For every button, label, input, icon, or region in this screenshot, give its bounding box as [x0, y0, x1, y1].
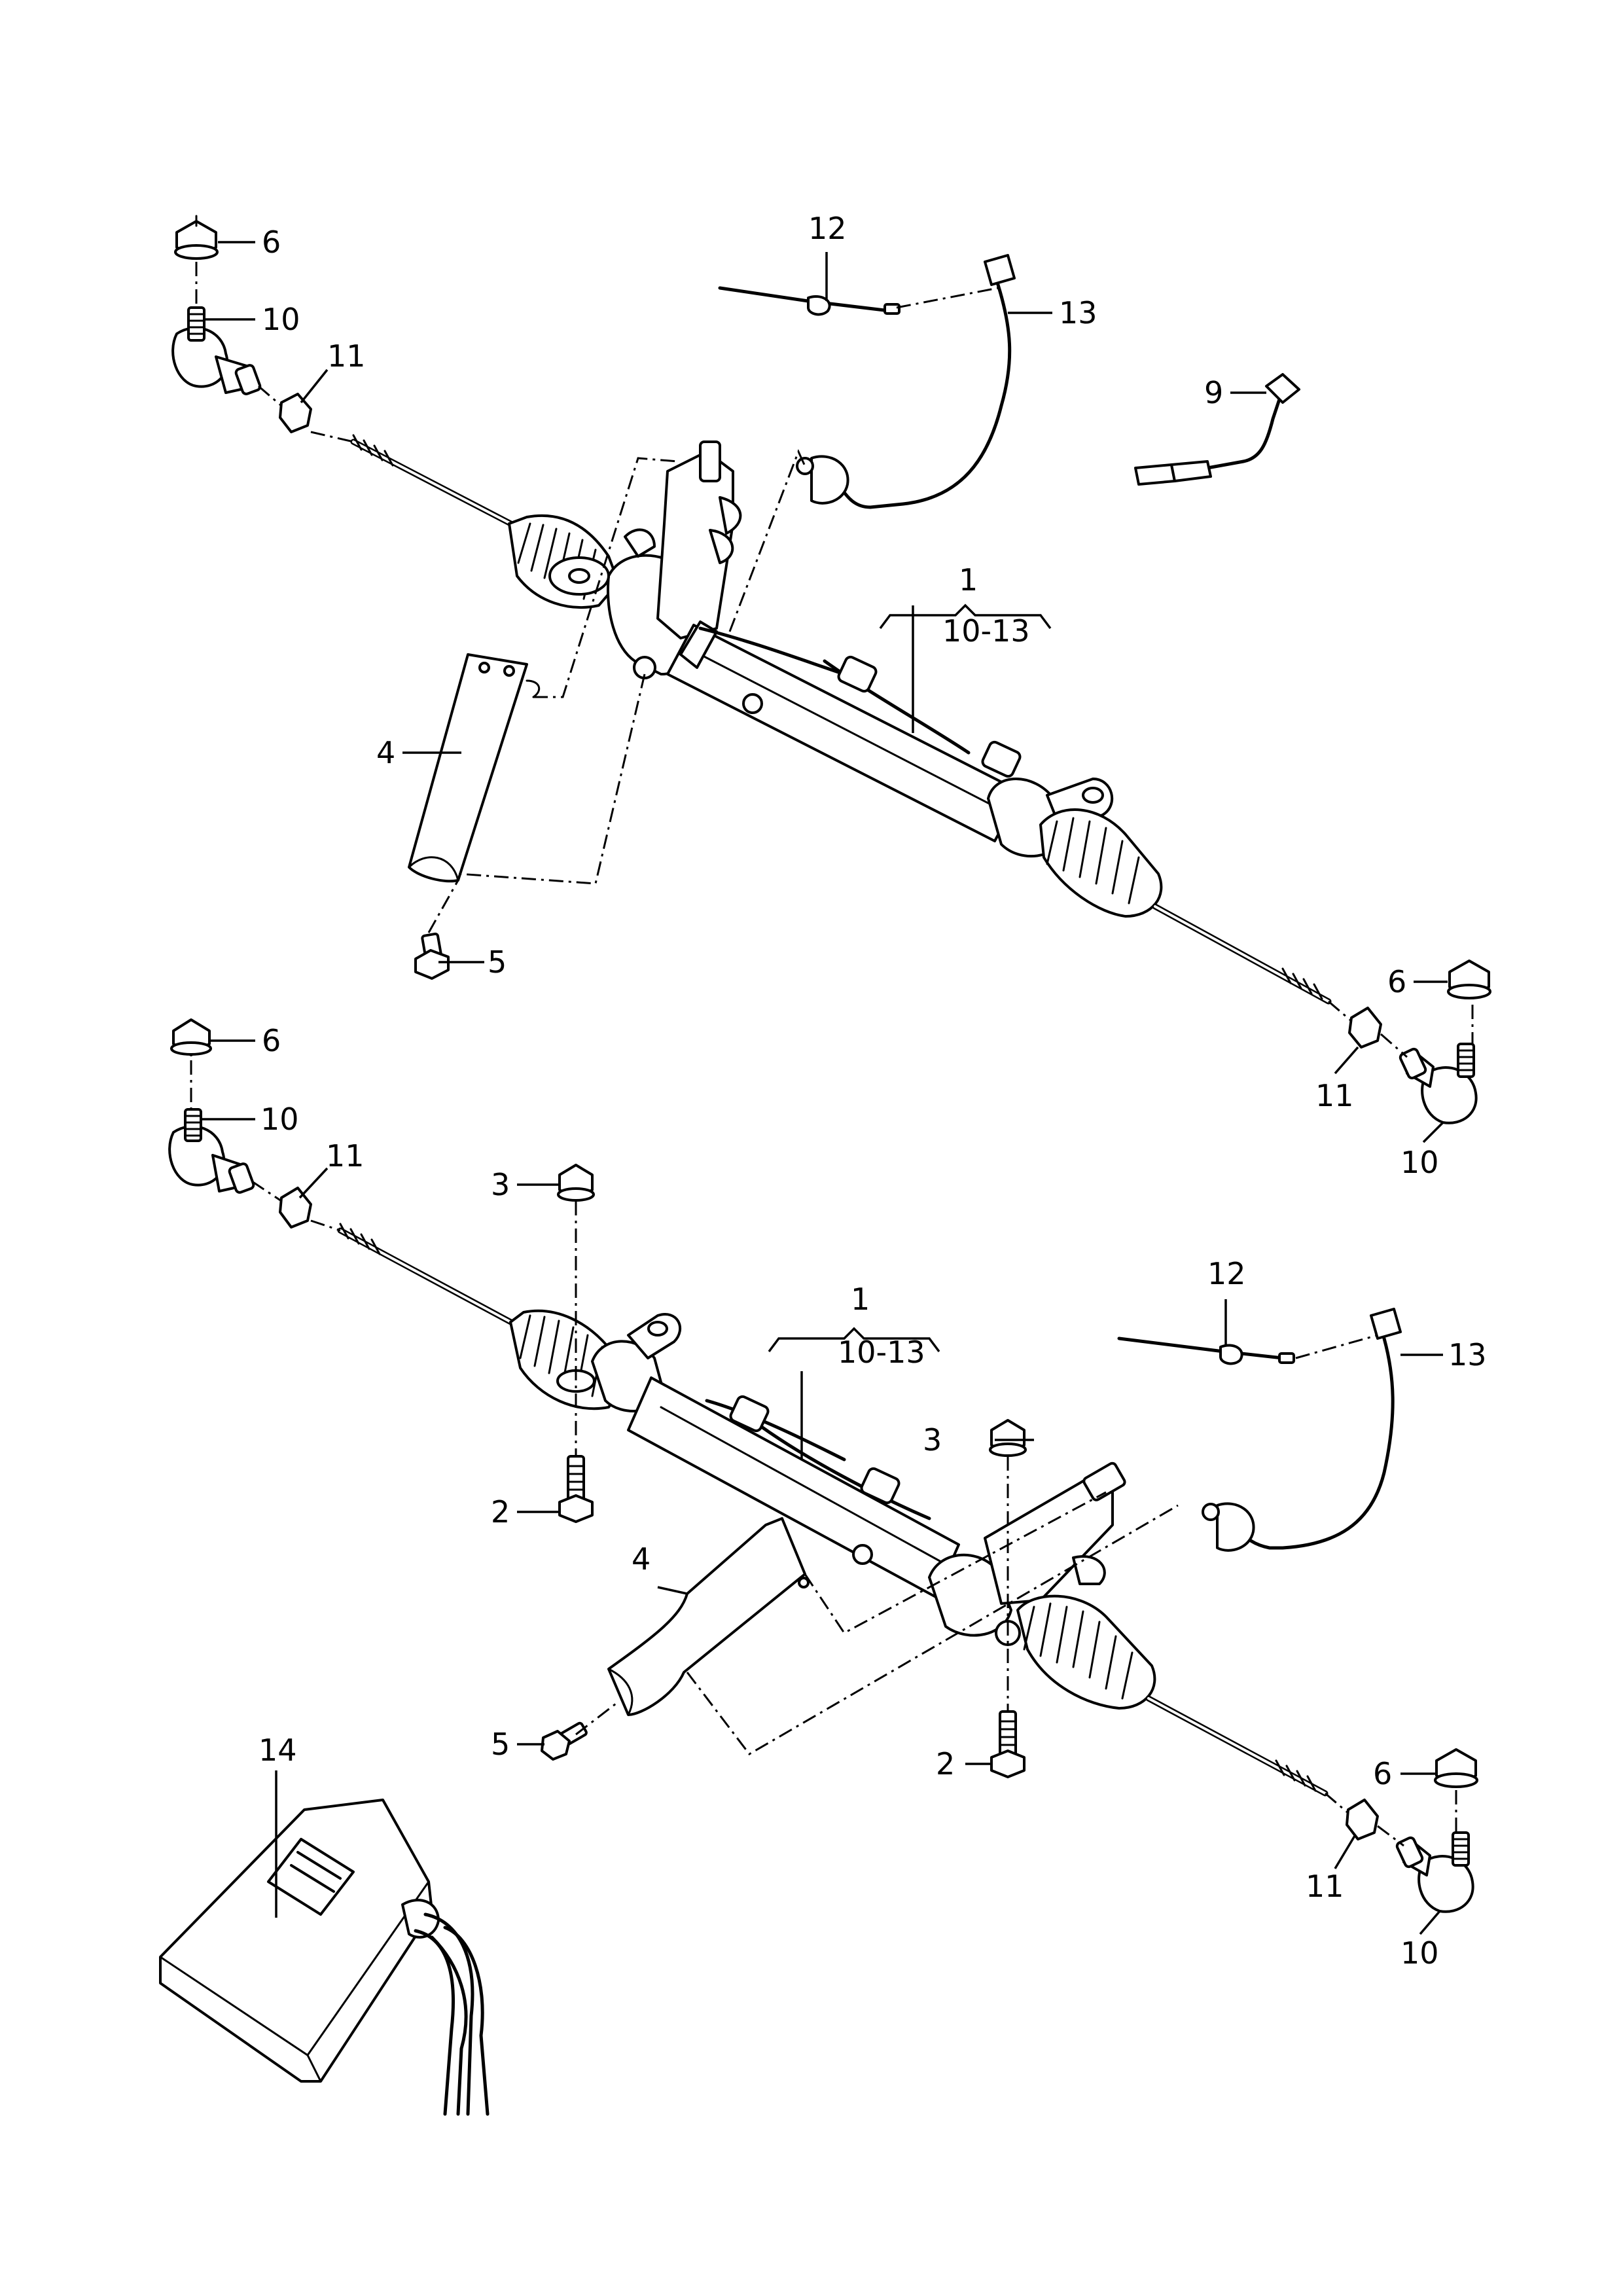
callout-2-bottom-left: 2: [491, 1494, 510, 1530]
callout-13-bottom: 13: [1448, 1337, 1487, 1372]
top-assembly-lines: [195, 262, 1474, 1058]
callout-11-top-left: 11: [327, 338, 366, 374]
bottom-right-tie-rod-end: [1395, 1831, 1474, 1913]
callout-10-bottom-left: 10: [260, 1102, 299, 1137]
callout-11-bottom-left: 11: [326, 1138, 365, 1174]
bottom-right-mount-bolt: [990, 1710, 1026, 1778]
callout-6-top-right: 6: [1387, 964, 1406, 999]
bottom-rack-hydraulic-lines: [705, 1395, 931, 1520]
bottom-right-self-locking-nut: [1434, 1748, 1478, 1788]
callout-11-bottom-right: 11: [1306, 1869, 1344, 1904]
callout-4-bottom: 4: [632, 1541, 651, 1577]
bottom-left-self-locking-nut: [170, 1018, 212, 1056]
callout-6-top-left: 6: [262, 224, 281, 260]
callout-13-top: 13: [1059, 295, 1097, 331]
callout-10-top-left: 10: [262, 302, 300, 337]
callout-labels: 6 10 11 12 13 9 1 10-13 4 5 6 11 10 6 10…: [259, 211, 1487, 1971]
bottom-heat-shield: [607, 1517, 810, 1716]
callout-1-top: 1: [959, 562, 978, 598]
top-cable-tie: [718, 286, 901, 316]
bottom-left-mount-nut: [557, 1164, 595, 1202]
callout-6-bottom-left: 6: [262, 1023, 281, 1058]
bottom-cable-tie: [1117, 1336, 1295, 1365]
bottom-right-tie-rod: [1145, 1695, 1329, 1797]
callout-3-bottom-left: 3: [491, 1167, 510, 1202]
callout-5-bottom: 5: [491, 1727, 510, 1762]
bottom-left-tie-rod: [337, 1223, 520, 1329]
top-steering-rack-assembly: [171, 215, 1491, 1124]
bottom-right-lock-nut: [1346, 1799, 1379, 1840]
callout-10-bottom-right: 10: [1400, 1935, 1439, 1971]
callout-14: 14: [259, 1732, 297, 1768]
callout-5-top: 5: [488, 944, 507, 980]
bottom-pinion-valve-housing: [928, 1462, 1126, 1646]
top-left-tie-rod: [350, 434, 520, 530]
callout-12-top: 12: [808, 211, 847, 246]
bottom-bolt: [541, 1721, 588, 1761]
top-pinion-valve-housing: [548, 440, 742, 679]
callout-1-range-bottom: 10-13: [838, 1335, 925, 1370]
bottom-left-lock-nut: [279, 1187, 312, 1229]
top-rack-housing-tube: [666, 620, 1022, 842]
callout-1-bottom: 1: [851, 1282, 870, 1317]
top-right-tie-rod-end: [1399, 1043, 1478, 1124]
bottom-right-mount-nut: [989, 1419, 1027, 1457]
top-sensor-harness: [796, 254, 1016, 509]
callout-2-bottom-right: 2: [936, 1746, 955, 1782]
top-wiring-adapter: [1134, 373, 1300, 486]
top-bolt: [414, 932, 450, 980]
top-right-bellows-boot: [1039, 808, 1163, 918]
top-left-tie-rod-end: [171, 306, 262, 395]
callout-10-top-right: 10: [1400, 1145, 1439, 1180]
top-right-lock-nut: [1348, 1007, 1382, 1049]
callout-11-top-right: 11: [1315, 1078, 1354, 1113]
top-right-tie-rod: [1152, 903, 1332, 1005]
bottom-left-mount-clamp: [556, 1313, 682, 1412]
bottom-left-mount-bolt: [558, 1455, 594, 1523]
callout-12-bottom: 12: [1207, 1256, 1246, 1291]
bottom-right-bellows-boot: [1016, 1594, 1156, 1710]
bottom-left-tie-rod-end: [168, 1108, 255, 1194]
callout-4-top: 4: [376, 735, 395, 770]
callout-3-bottom-right: 3: [923, 1422, 942, 1458]
top-left-lock-nut: [279, 393, 312, 433]
control-module: [159, 1799, 490, 2116]
callout-1-range-top: 10-13: [942, 613, 1030, 649]
bottom-sensor-harness: [1202, 1308, 1402, 1552]
top-right-self-locking-nut: [1447, 960, 1491, 999]
bottom-steering-rack-assembly: [168, 1018, 1478, 1913]
callout-9-top: 9: [1204, 375, 1223, 410]
top-heat-shield: [408, 653, 541, 883]
top-left-self-locking-nut: [174, 215, 219, 260]
top-rack-hydraulic-lines: [698, 626, 1022, 778]
bottom-assembly-lines: [190, 1060, 1457, 1847]
callout-6-bottom-right: 6: [1373, 1756, 1392, 1791]
leader-lines: [201, 241, 1448, 1935]
